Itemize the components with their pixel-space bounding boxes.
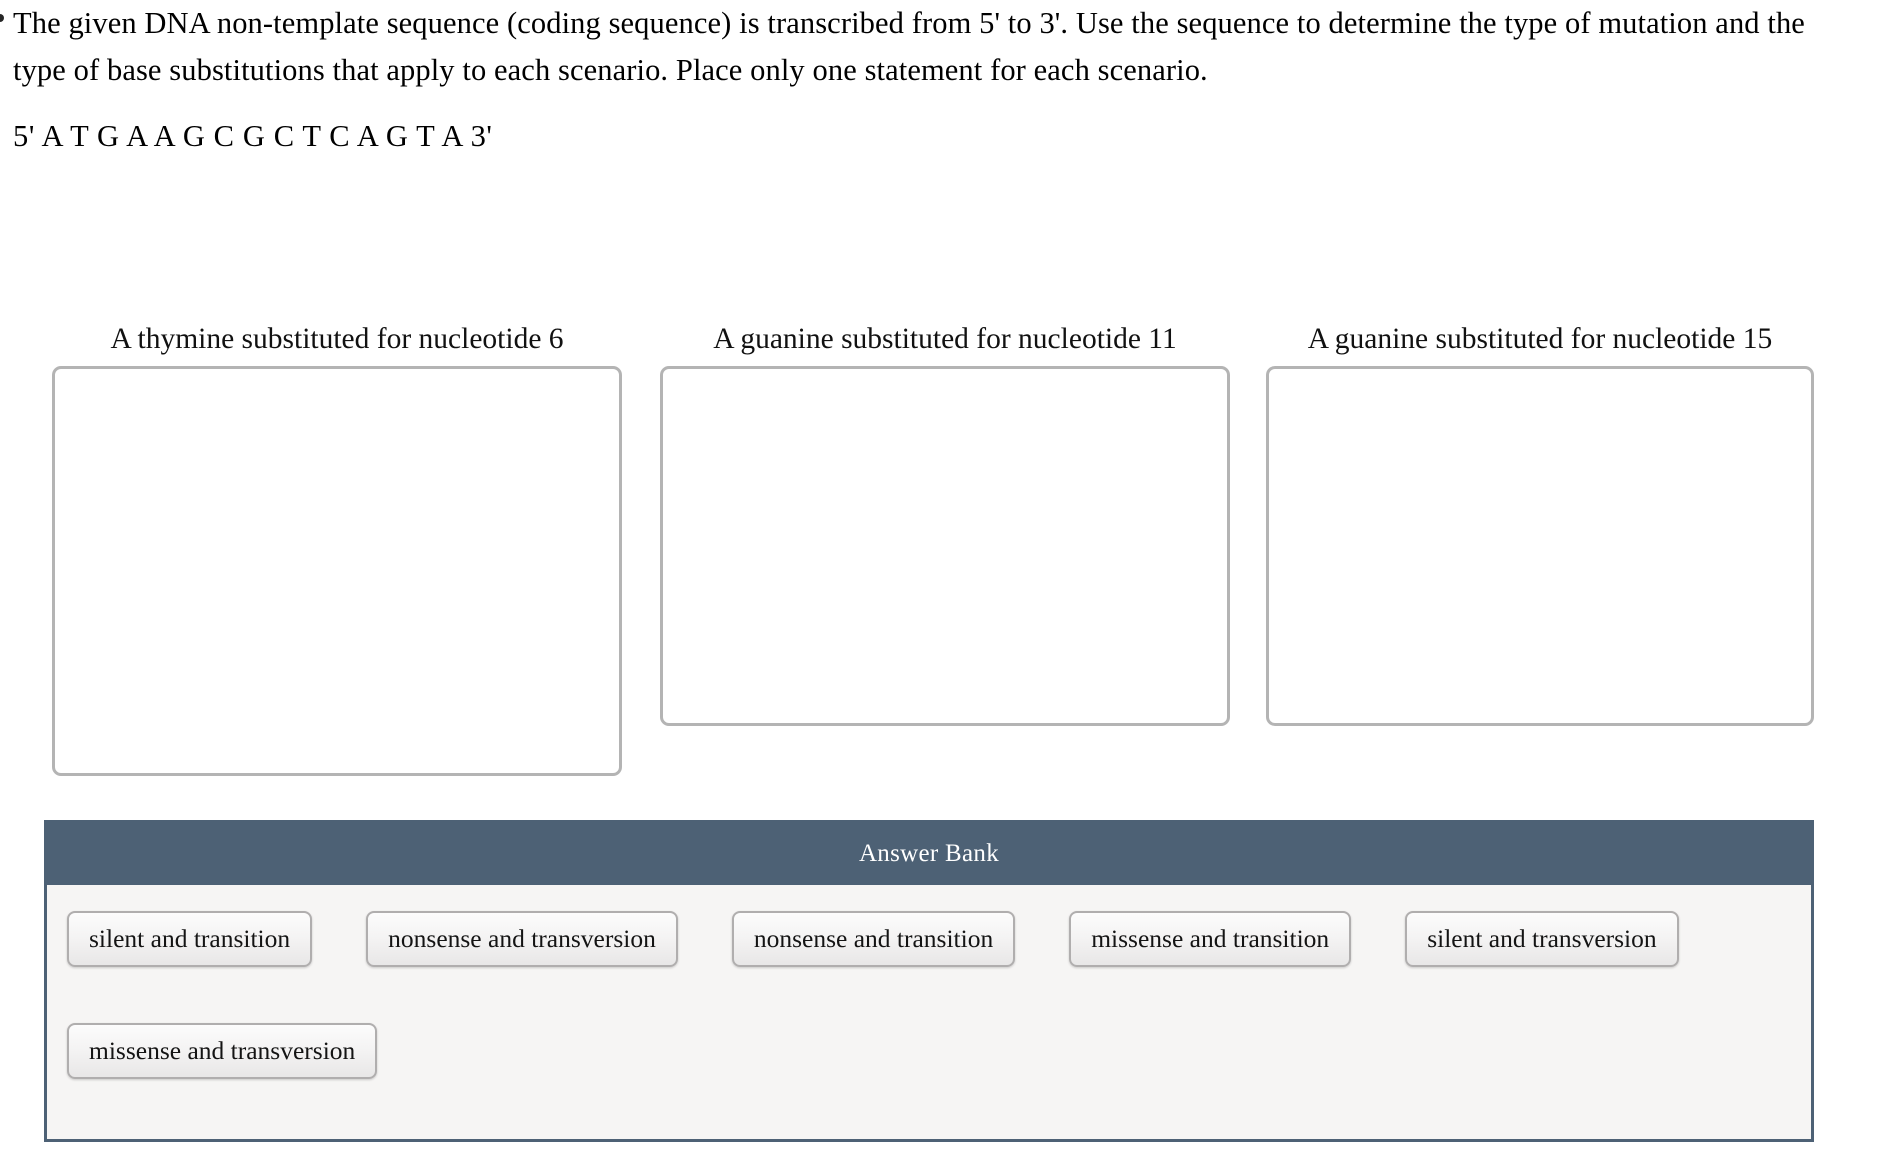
dropzone-column-1: A thymine substituted for nucleotide 6 [52,318,622,776]
answer-tile[interactable]: missense and transversion [67,1023,378,1079]
answer-bank-title: Answer Bank [47,823,1811,885]
answer-bank: Answer Bank silent and transition nonsen… [44,820,1814,1142]
question-block: The given DNA non-template sequence (cod… [0,0,1878,153]
answer-tile[interactable]: silent and transition [67,911,313,967]
dna-sequence: 5' A T G A A G C G C T C A G T A 3' [13,119,493,153]
dropzone-label-2: A guanine substituted for nucleotide 11 [713,323,1177,355]
dropzone-box-1[interactable] [52,366,622,776]
dropzone-label-3: A guanine substituted for nucleotide 15 [1307,323,1773,355]
answer-tile[interactable]: nonsense and transition [731,911,1016,967]
dropzone-column-3: A guanine substituted for nucleotide 15 [1266,318,1814,726]
dropzone-box-3[interactable] [1266,366,1814,726]
answer-tile[interactable]: silent and transversion [1405,911,1679,967]
answer-tile[interactable]: missense and transition [1069,911,1352,967]
dropzone-label-1: A thymine substituted for nucleotide 6 [110,323,564,355]
dropzone-box-2[interactable] [660,366,1230,726]
dropzone-row: A thymine substituted for nucleotide 6 A… [0,318,1878,798]
question-bullet-icon [0,14,4,22]
answer-tile[interactable]: nonsense and transversion [366,911,678,967]
question-prompt: The given DNA non-template sequence (cod… [13,6,1805,87]
answer-bank-tiles: silent and transition nonsense and trans… [47,885,1811,1099]
dropzone-column-2: A guanine substituted for nucleotide 11 [660,318,1230,726]
